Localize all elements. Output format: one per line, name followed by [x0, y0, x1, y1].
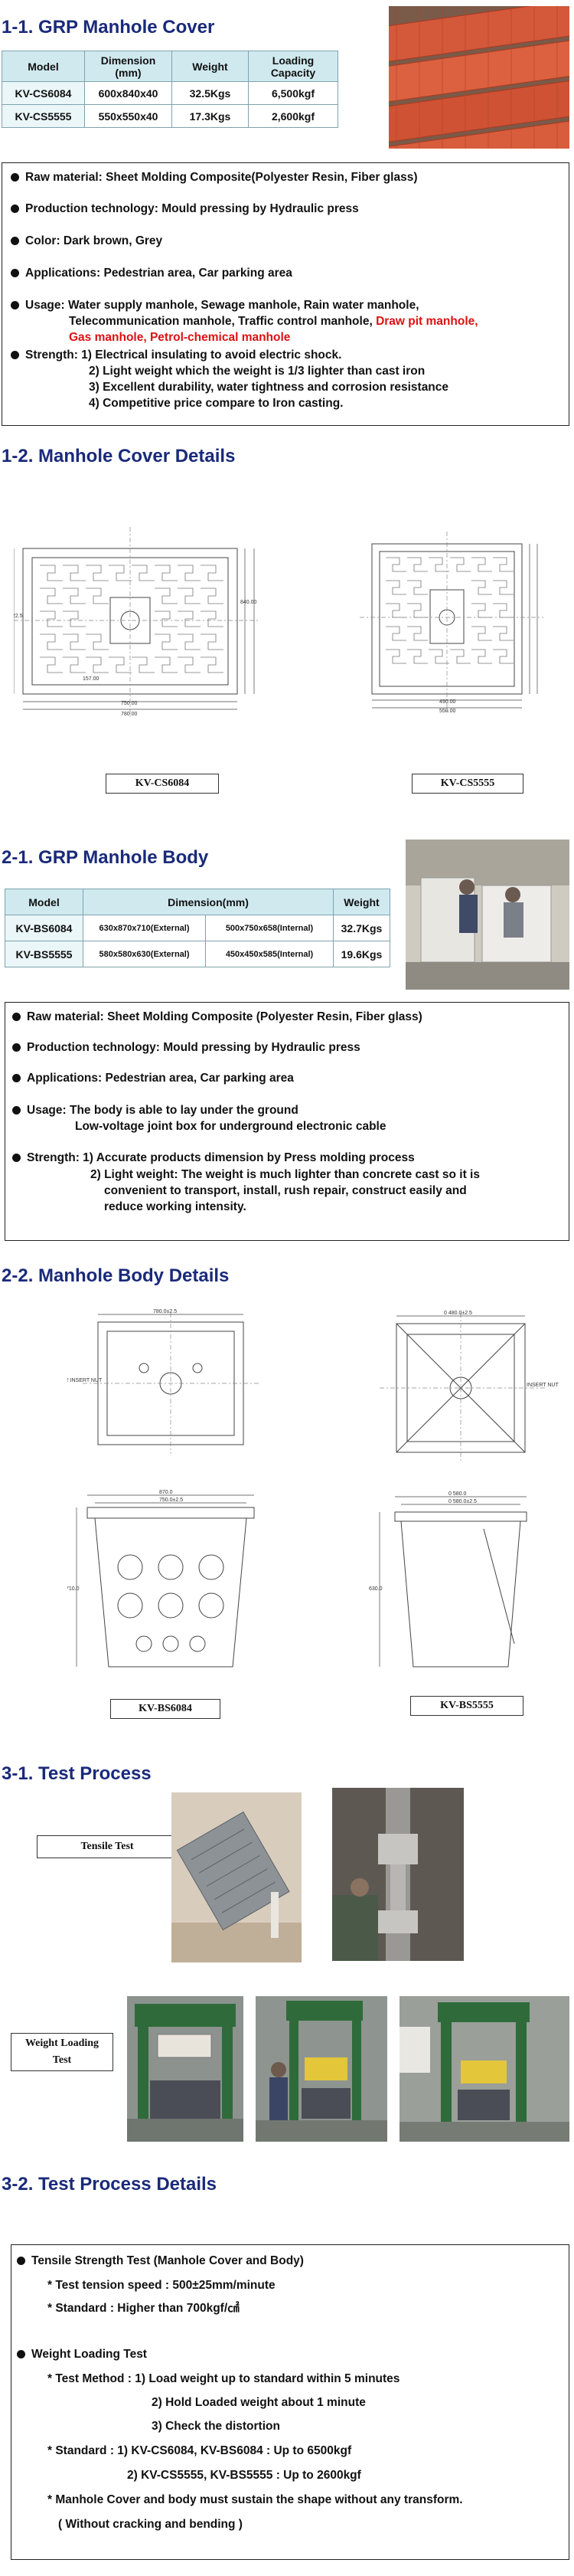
section-title-1-1: 1-1. GRP Manhole Cover — [2, 17, 215, 38]
table-header: Dimension (mm) — [84, 51, 172, 82]
bullet-production: Production technology: Mould pressing by… — [12, 1040, 360, 1055]
svg-text:0 480.0±2.5: 0 480.0±2.5 — [444, 1311, 472, 1316]
body-spec-table: Model Dimension(mm) Weight KV-BS6084 630… — [5, 889, 390, 967]
table-row: KV-CS5555 550x550x40 17.3Kgs 2,600kgf — [2, 104, 338, 128]
test-details-box — [11, 2244, 569, 2560]
body-photo — [406, 840, 569, 990]
table-header: Model — [2, 51, 85, 82]
table-row: KV-BS5555 580x580x630(External) 450x450x… — [5, 941, 390, 967]
svg-text:0 580.0±2.5: 0 580.0±2.5 — [448, 1499, 477, 1504]
section-title-2-2: 2-2. Manhole Body Details — [2, 1265, 230, 1286]
svg-text:750.00: 750.00 — [121, 701, 138, 706]
caption-kv-bs5555: KV-BS5555 — [410, 1696, 523, 1716]
svg-text:710.0: 710.0 — [67, 1586, 80, 1592]
table-header: Weight — [171, 51, 249, 82]
cover-drawing-cs6084: 750.00 780.00 22.5 840.00 157.00 — [14, 527, 274, 717]
cover-drawing-cs5555: 490.00 550.00 — [360, 532, 543, 714]
bullet-raw-material: Raw material: Sheet Molding Composite (P… — [12, 1010, 422, 1024]
svg-text:INSERT NUT: INSERT NUT — [527, 1383, 559, 1388]
section-title-1-2: 1-2. Manhole Cover Details — [2, 446, 236, 466]
svg-text:870.0: 870.0 — [159, 1490, 173, 1495]
svg-text:157.00: 157.00 — [83, 676, 99, 682]
bullet-color: Color: Dark brown, Grey — [11, 234, 162, 248]
caption-kv-cs5555: KV-CS5555 — [412, 774, 523, 794]
svg-text:22.5: 22.5 — [14, 614, 23, 619]
tensile-machine-photo — [332, 1788, 464, 1961]
table-row: KV-CS6084 600x840x40 32.5Kgs 6,500kgf — [2, 81, 338, 105]
cover-spec-table: Model Dimension (mm) Weight Loading Capa… — [2, 51, 338, 128]
bullet-production: Production technology: Mould pressing by… — [11, 201, 359, 216]
table-header: Weight — [333, 889, 390, 915]
bullet-raw-material: Raw material: Sheet Molding Composite(Po… — [11, 170, 417, 185]
svg-text:780.0±2.5: 780.0±2.5 — [153, 1309, 177, 1314]
svg-text:490.00: 490.00 — [439, 699, 456, 705]
bullet-strength: Strength: 1) Electrical insulating to av… — [11, 348, 341, 362]
table-header: Loading Capacity — [248, 51, 338, 82]
caption-kv-cs6084: KV-CS6084 — [106, 774, 219, 794]
bullet-applications: Applications: Pedestrian area, Car parki… — [12, 1071, 294, 1085]
cover-features-box — [2, 162, 569, 426]
weight-test-photo-3 — [400, 1996, 569, 2142]
svg-text:M12 INSERT NUT: M12 INSERT NUT — [67, 1378, 103, 1383]
table-row: KV-BS6084 630x870x710(External) 500x750x… — [5, 915, 390, 941]
bullet-applications: Applications: Pedestrian area, Car parki… — [11, 266, 292, 280]
table-header: Dimension(mm) — [83, 889, 334, 915]
svg-text:630.0: 630.0 — [369, 1586, 383, 1592]
svg-text:780.00: 780.00 — [121, 712, 138, 717]
body-drawing-bs6084: 780.0±2.5M12 INSERT NUT 870.0 750.0±2.5 7… — [67, 1307, 274, 1674]
tensile-sample-photo — [171, 1792, 302, 1962]
weight-test-photo-1 — [127, 1996, 243, 2142]
table-header: Model — [5, 889, 83, 915]
weight-test-photo-2 — [256, 1996, 387, 2142]
svg-text:840.00: 840.00 — [240, 600, 257, 605]
section-title-3-1: 3-1. Test Process — [2, 1763, 152, 1784]
bullet-usage: Usage: Water supply manhole, Sewage manh… — [11, 298, 419, 313]
body-features-box — [5, 1002, 569, 1241]
bullet-usage: Usage: The body is able to lay under the… — [12, 1103, 298, 1118]
bullet-tensile-strength: Tensile Strength Test (Manhole Cover and… — [17, 2254, 304, 2268]
caption-kv-bs6084: KV-BS6084 — [110, 1699, 220, 1719]
bullet-weight-loading: Weight Loading Test — [17, 2347, 147, 2362]
section-title-2-1: 2-1. GRP Manhole Body — [2, 847, 209, 868]
cover-photo — [389, 6, 569, 149]
svg-text:550.00: 550.00 — [439, 709, 456, 714]
section-title-3-2: 3-2. Test Process Details — [2, 2174, 217, 2195]
svg-text:750.0±2.5: 750.0±2.5 — [159, 1497, 183, 1503]
caption-weight-loading-test: Weight Loading Test — [11, 2033, 113, 2071]
caption-tensile-test: Tensile Test — [37, 1835, 178, 1858]
svg-text:0 580.0: 0 580.0 — [448, 1491, 466, 1497]
bullet-strength: Strength: 1) Accurate products dimension… — [12, 1151, 415, 1165]
